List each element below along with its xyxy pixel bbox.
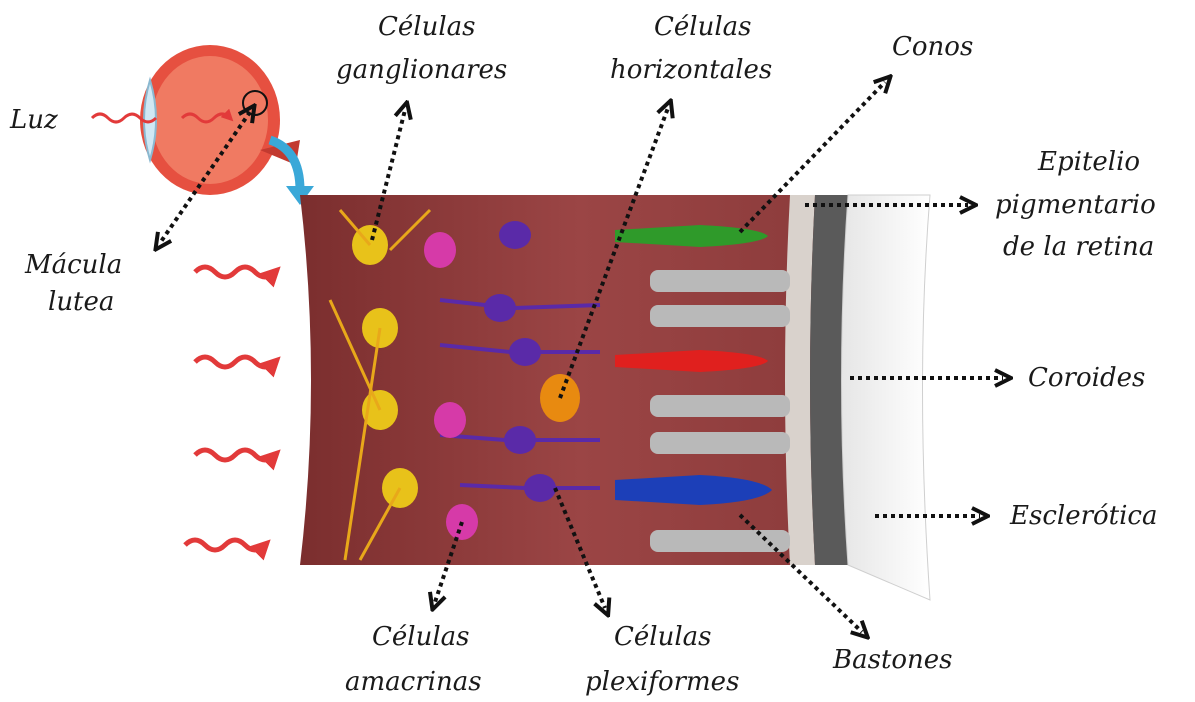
label-plexiformes-1: Células (614, 622, 712, 652)
label-amacrinas-1: Células (372, 622, 470, 652)
label-ganglionares-2: ganglionares (336, 55, 507, 85)
rod (650, 305, 790, 327)
light-arrow (195, 357, 275, 367)
amacrine-cell (424, 232, 456, 268)
label-epitelio-2: pigmentario (995, 190, 1156, 220)
label-macula-1: Mácula (24, 250, 122, 280)
label-epitelio-1: Epitelio (1037, 147, 1140, 177)
label-conos: Conos (892, 32, 973, 62)
label-amacrinas-2: amacrinas (345, 667, 482, 697)
label-epitelio-3: de la retina (1003, 232, 1154, 262)
label-bastones: Bastones (832, 645, 953, 675)
bipolar-cell (484, 294, 516, 322)
label-plexiformes-2: plexiformes (585, 667, 739, 697)
label-horizontales-1: Células (654, 12, 752, 42)
bipolar-cell (524, 474, 556, 502)
rod (650, 395, 790, 417)
label-coroides: Coroides (1028, 363, 1145, 393)
label-horizontales-2: horizontales (610, 55, 772, 85)
rod (650, 432, 790, 454)
label-ganglionares-1: Células (378, 12, 476, 42)
light-arrows (185, 267, 275, 550)
bipolar-cell (509, 338, 541, 366)
amacrine-cell (434, 402, 466, 438)
light-arrow (195, 450, 275, 460)
rod (650, 530, 790, 552)
sclera-layer (842, 195, 931, 600)
label-luz: Luz (9, 105, 58, 135)
label-esclerotica: Esclerótica (1009, 501, 1158, 531)
bipolar-cell (504, 426, 536, 454)
label-macula-2: lutea (48, 287, 114, 317)
rod (650, 270, 790, 292)
bipolar-cell (499, 221, 531, 249)
light-arrow (195, 267, 275, 277)
light-arrow (185, 540, 265, 550)
